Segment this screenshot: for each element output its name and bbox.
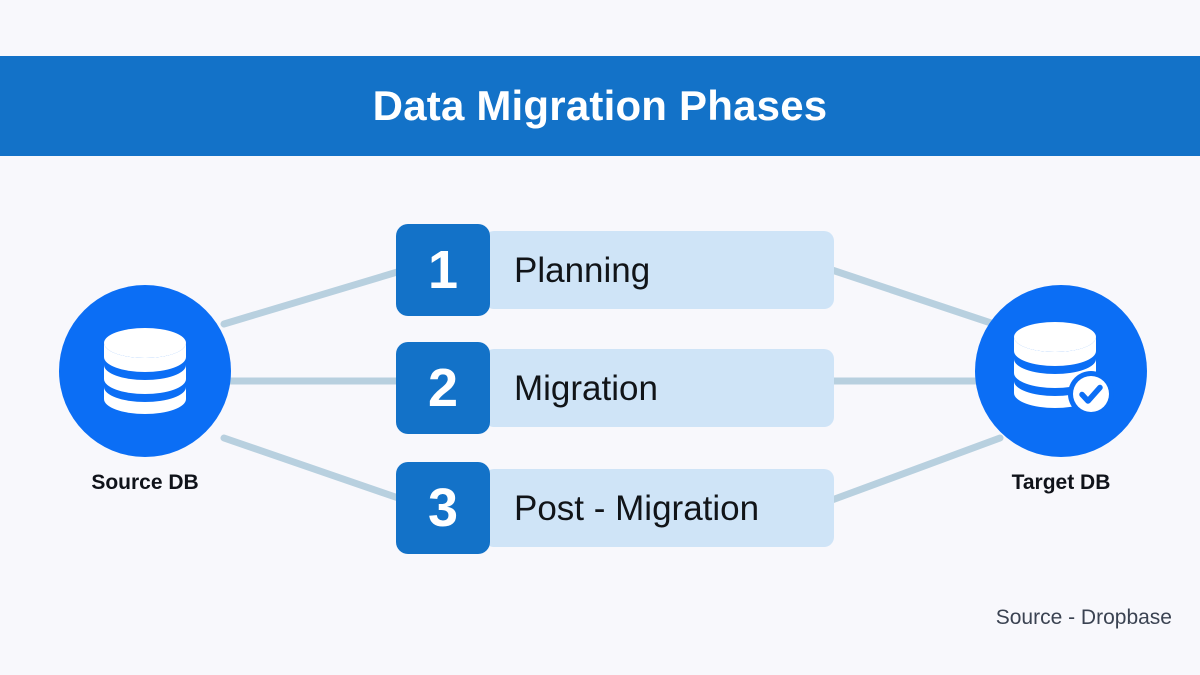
source-db-circle (59, 285, 231, 457)
phase-number-badge: 1 (396, 224, 490, 316)
phase-label-panel: Migration (484, 349, 834, 427)
phase-number-badge: 3 (396, 462, 490, 554)
phase-row[interactable]: 3 Post - Migration (396, 462, 834, 554)
source-db-node[interactable]: Source DB (59, 285, 231, 495)
phase-row[interactable]: 1 Planning (396, 224, 834, 316)
source-credit: Source - Dropbase (995, 606, 1172, 629)
target-db-node[interactable]: Target DB (975, 285, 1147, 495)
check-badge-icon (1068, 371, 1114, 417)
target-db-circle (975, 285, 1147, 457)
phase-label-panel: Planning (484, 231, 834, 309)
database-check-icon (1014, 322, 1114, 417)
phase-number-badge: 2 (396, 342, 490, 434)
phase-label: Planning (514, 250, 651, 290)
connector-phase-1-to-target (828, 266, 1004, 330)
phase-label: Migration (514, 368, 658, 408)
database-icon (104, 328, 186, 414)
page-title: Data Migration Phases (372, 82, 828, 129)
connector-source-to-phase-1 (220, 266, 408, 328)
connector-phase-3-to-target (828, 434, 1004, 504)
phase-label: Post - Migration (514, 488, 760, 528)
target-db-label: Target DB (1011, 471, 1111, 494)
phase-row[interactable]: 2 Migration (396, 342, 834, 434)
phase-label-panel: Post - Migration (484, 469, 834, 547)
header-band: Data Migration Phases (0, 56, 1200, 156)
connector-source-to-phase-3 (220, 434, 408, 504)
source-db-label: Source DB (91, 471, 199, 494)
